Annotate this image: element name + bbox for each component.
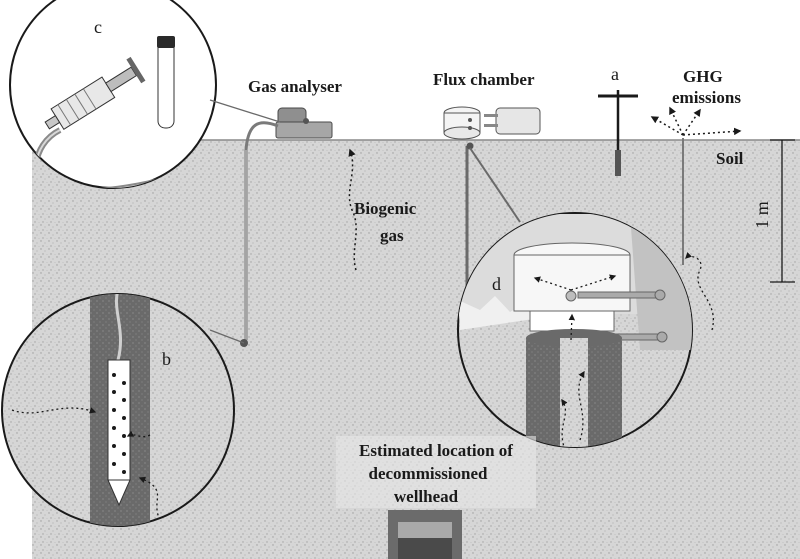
soil-probe-a <box>598 90 638 176</box>
flux-chamber-label: Flux chamber <box>433 70 535 89</box>
soil-label: Soil <box>716 149 744 168</box>
wellhead-block <box>388 510 462 559</box>
connector-c <box>209 99 281 123</box>
ghg-label-line2: emissions <box>672 88 741 107</box>
ghg-label-line1: GHG <box>683 67 723 86</box>
gas-analyser-device <box>275 107 333 139</box>
gas-migration-right <box>685 252 714 331</box>
biogenic-gas-arrow <box>348 148 357 271</box>
inset-b-sampling-probe <box>1 293 235 527</box>
biogenic-label-line1: Biogenic <box>354 199 417 218</box>
label-b: b <box>162 349 171 369</box>
sampling-tube <box>244 121 279 340</box>
gas-analyser-label: Gas analyser <box>248 77 342 96</box>
biogenic-label-line2: gas <box>380 226 404 245</box>
ghg-emission-arrows <box>650 106 742 136</box>
label-c: c <box>94 17 102 37</box>
scale-label: 1 m <box>752 201 772 229</box>
flux-chamber-device <box>443 106 541 140</box>
label-a: a <box>611 64 619 84</box>
inset-d-flux-chamber <box>457 212 693 448</box>
wellhead-label-line3: wellhead <box>394 487 459 506</box>
wellhead-text-backdrop <box>336 436 536 508</box>
connector-b <box>209 329 245 344</box>
scale-bar <box>770 139 795 283</box>
wellhead-label-line2: decommissioned <box>369 464 489 483</box>
wellhead-label-line1: Estimated location of <box>359 441 513 460</box>
label-d: d <box>492 274 501 294</box>
